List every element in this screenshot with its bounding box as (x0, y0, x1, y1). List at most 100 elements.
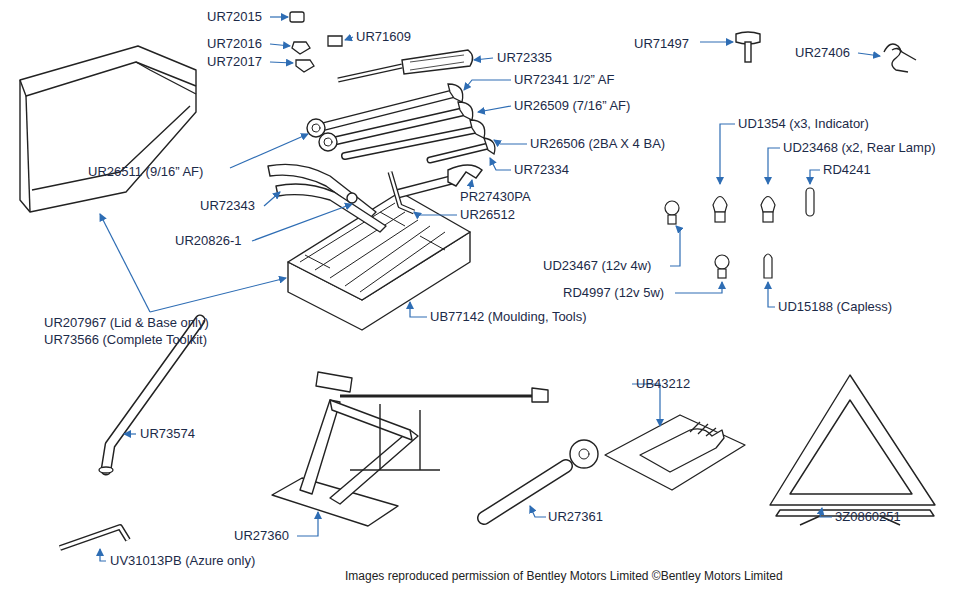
scissor-jack-part (272, 478, 398, 526)
spanners-part (324, 138, 332, 146)
leader-lines-part (270, 62, 293, 63)
part-number: RD4997 (12v 5w) (563, 285, 664, 301)
copyright-caption: Images reproduced permission of Bentley … (345, 569, 783, 584)
part-number: UR72016 (207, 36, 262, 52)
hex-wrench (60, 527, 128, 548)
bulbs-part (713, 197, 727, 213)
spanners (307, 84, 495, 160)
leader-lines-part (470, 180, 472, 189)
part-number: UD23468 (x2, Rear Lamp) (783, 140, 935, 156)
leader-lines-part (675, 282, 722, 293)
bulbs-part (761, 197, 775, 213)
toolkit-lid-part (20, 46, 196, 212)
part-number: UR27361 (548, 509, 603, 525)
bulbs-part (764, 254, 772, 278)
leader-lines-part (490, 158, 511, 170)
hex-key-part (390, 172, 414, 212)
part-number: UR71497 (634, 36, 689, 52)
part-number: UD1354 (x3, Indicator) (738, 116, 869, 132)
leader-lines-part (858, 53, 880, 56)
leader-lines-part (720, 124, 735, 184)
gloves-bag-part (690, 422, 716, 436)
screwdriver (338, 50, 473, 80)
bulbs-part (806, 188, 814, 216)
leader-lines-part (530, 506, 546, 517)
leader-lines-part (270, 44, 290, 46)
leader-lines (100, 17, 880, 561)
toolkit-lid-part (20, 62, 196, 96)
scissor-jack-part (350, 469, 440, 470)
leader-lines-part (820, 508, 832, 517)
part-number: UR27360 (234, 528, 289, 544)
spanners-part (458, 102, 473, 120)
jack-handle-part (579, 449, 589, 459)
leader-lines-part (768, 148, 780, 184)
t-key (736, 32, 760, 62)
leader-lines-part (264, 192, 280, 206)
leader-lines-part (270, 16, 288, 17)
jack-handle (484, 440, 598, 518)
leader-lines-part (810, 170, 820, 184)
toolkit-lid-part (26, 96, 30, 212)
leader-lines-part (494, 140, 527, 144)
tool-tray-part (288, 192, 470, 300)
leader-lines-part (252, 204, 352, 241)
leader-lines-part (464, 80, 511, 90)
screwdriver-bits-part (292, 42, 310, 54)
gloves-bag-part (640, 429, 724, 472)
bulbs-part (668, 215, 676, 224)
bulbs-part (763, 212, 773, 222)
spanners-part (430, 146, 488, 160)
part-number: UR72335 (497, 50, 552, 66)
pliers (268, 164, 386, 232)
spanners-part (470, 120, 485, 138)
spanners-part (312, 124, 320, 132)
leader-lines-part (100, 549, 106, 561)
leader-lines-part (297, 512, 318, 536)
part-number: UR26509 (7/16” AF) (514, 98, 630, 114)
warning-triangle-part (770, 375, 935, 505)
part-number: UR72341 1/2” AF (514, 72, 614, 88)
leader-lines-part (150, 278, 286, 312)
hex-wrench-part (60, 527, 128, 548)
part-number: UR73566 (Complete Toolkit) (44, 332, 207, 348)
adjustable-wrench-part (448, 165, 482, 186)
part-number: UD15188 (Capless) (778, 299, 892, 315)
leader-lines-part (410, 302, 427, 317)
part-number: UR207967 (Lid & Base only) (44, 315, 209, 331)
bulbs-part (715, 255, 729, 269)
part-number: UR26511 (9/16” AF) (88, 164, 203, 180)
bulbs (665, 188, 814, 278)
spanners-part (484, 138, 495, 154)
part-number: UB77142 (Moulding, Tools) (430, 309, 587, 325)
leader-lines-part (474, 58, 493, 60)
screwdriver-bits-part (296, 60, 314, 72)
hex-key-part (390, 172, 414, 212)
part-number: UD23467 (12v 4w) (543, 258, 651, 274)
spanners-part (448, 84, 463, 102)
wheel-brace-part (99, 467, 113, 473)
jack-handle-part (570, 440, 598, 468)
gloves-bag (605, 415, 745, 490)
screwdriver-part (410, 55, 464, 70)
bulbs-part (715, 212, 725, 222)
part-number: UB43212 (636, 376, 690, 392)
scissor-jack-part (532, 388, 548, 402)
part-number: UV31013PB (Azure only) (110, 553, 255, 569)
bulbs-part (665, 201, 679, 215)
part-number: UR72015 (207, 9, 262, 25)
screwdriver-bits-part (328, 36, 342, 46)
leader-lines-part (414, 212, 457, 215)
part-number: UR71609 (356, 29, 411, 45)
scissor-jack-part (340, 395, 545, 398)
leader-lines-part (345, 37, 353, 40)
part-number: UR26506 (2BA X 4 BA) (530, 136, 665, 152)
pliers-part (347, 193, 357, 203)
part-number: UR26512 (460, 207, 515, 223)
leader-lines-part (670, 226, 680, 266)
pliers-part (276, 184, 386, 232)
part-number: UR20826-1 (175, 233, 242, 249)
scissor-jack-part (380, 404, 420, 470)
leader-lines-part (700, 41, 733, 42)
